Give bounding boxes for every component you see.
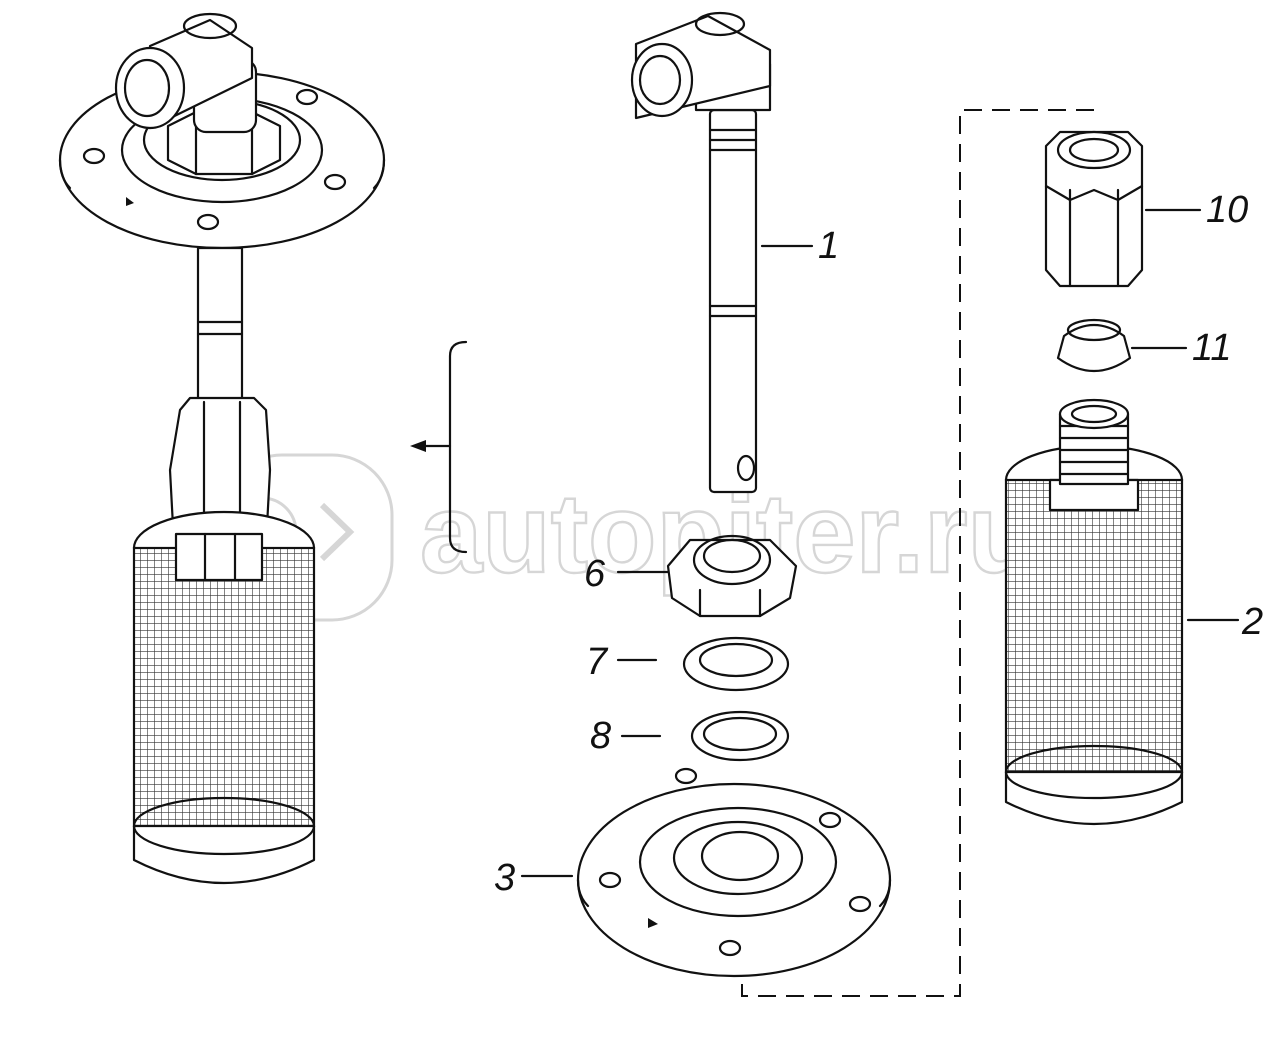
callout-3: 3	[494, 857, 515, 899]
assembled-filter-view	[58, 12, 386, 885]
part-7-sealing-washer	[682, 636, 790, 692]
callout-2: 2	[1241, 601, 1263, 643]
part-6-nut	[666, 534, 798, 618]
callout-leaders	[520, 208, 1240, 878]
callout-7: 7	[586, 641, 609, 683]
part-10-coupling-nut	[1044, 130, 1144, 288]
group-dashed-bracket	[741, 109, 1094, 997]
callout-11: 11	[1192, 327, 1231, 369]
part-1-tube-with-elbow	[630, 11, 772, 494]
callout-8: 8	[590, 715, 611, 757]
callout-1: 1	[818, 225, 839, 267]
part-3-flange	[576, 767, 892, 978]
callout-6: 6	[584, 553, 606, 595]
callout-10: 10	[1206, 189, 1248, 231]
part-8-gasket-ring	[690, 710, 790, 762]
part-2-filter-element	[1004, 398, 1184, 826]
part-11-ferrule	[1056, 318, 1132, 373]
assembly-arrow-bracket	[410, 340, 468, 554]
watermark: autopiter.ru	[220, 453, 1037, 622]
